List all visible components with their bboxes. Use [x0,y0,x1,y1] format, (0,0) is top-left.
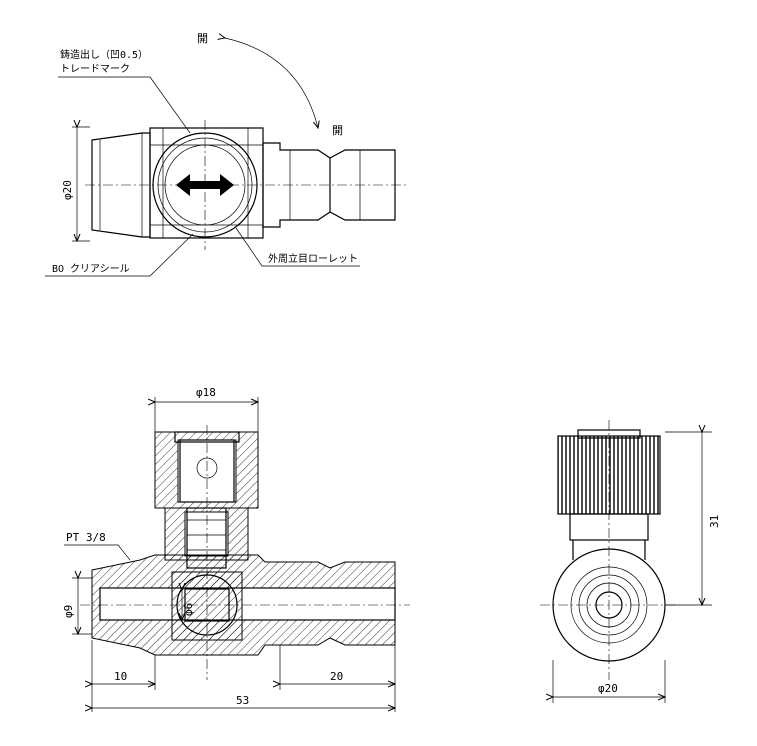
handle-head [154,431,259,509]
thread-label: PT 3/8 [66,531,106,544]
knurl-leader [235,227,360,267]
thread-leader [64,544,131,561]
dim-53: 53 [236,694,249,707]
dim-31: 31 [708,515,721,528]
section-view: φ18 PT 3/8 φ9 φ6 [62,386,410,712]
dim-10: 10 [114,670,127,683]
open-label-top: 開 [197,32,208,45]
right-plug-tip [329,149,396,221]
side-dim-dia20: φ20 [598,682,618,695]
dim-dia6: φ6 [182,603,195,616]
note-casting-line1: 鋳造出し（凹0.5） [60,48,148,61]
main-bore [99,587,396,621]
dim-20: 20 [330,670,343,683]
rotation-arc [225,38,318,128]
dim-dia9: φ9 [62,605,75,618]
casting-leader [58,76,191,134]
note-casting-line2: トレードマーク [60,63,130,75]
note-seal: BO クリアシール [52,263,130,275]
note-knurl: 外周立目ローレット [268,252,358,265]
knob-inner [164,144,246,226]
gland-body [164,507,249,561]
dim-dia20-top: φ20 [61,180,74,200]
side-view: 31 φ20 [540,420,721,703]
knob-ring [157,137,253,233]
open-label-right: 開 [332,124,343,137]
double-arrow-icon [176,174,234,196]
knob-outer [152,132,258,238]
top-view: 開 開 鋳造出し（凹0.5） トレードマーク φ20 [45,32,408,277]
seal-leader [45,233,194,277]
dim-dia18: φ18 [196,386,216,399]
side-body-neck [572,540,646,560]
